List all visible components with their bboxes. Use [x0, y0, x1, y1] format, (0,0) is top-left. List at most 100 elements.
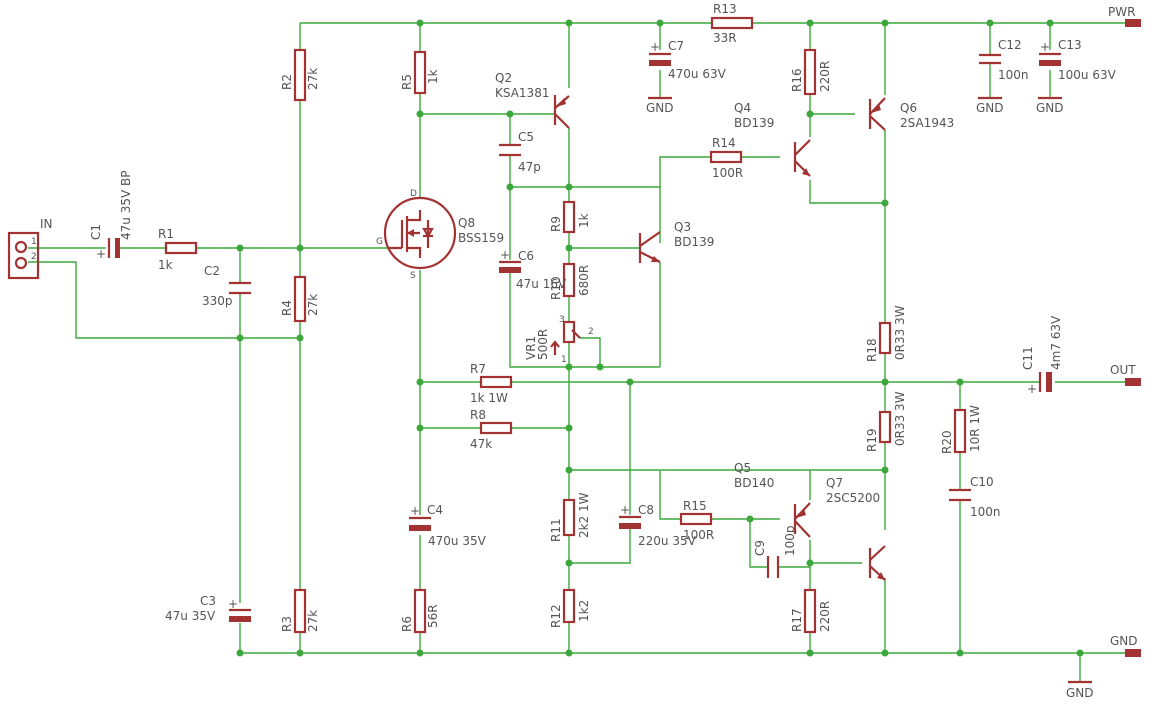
r8-ref: R8 [470, 408, 486, 422]
q2-value: KSA1381 [495, 86, 549, 100]
r6-body [413, 588, 427, 634]
input-connector: IN 1 2 [7, 217, 53, 280]
r3-value: 27k [306, 610, 320, 632]
r14-body [709, 150, 743, 164]
r1-body [164, 241, 198, 255]
c8-ref: C8 [638, 503, 654, 517]
r8-value: 47k [470, 437, 492, 451]
junctions [236, 19, 1084, 657]
connector-pin-1: 1 [31, 237, 37, 247]
connector-pin-2: 2 [31, 252, 37, 262]
pwr-port: PWR [1108, 5, 1141, 27]
r15-body [679, 512, 713, 526]
r4-value: 27k [306, 294, 320, 316]
out-port: OUT [1110, 363, 1141, 386]
c12-value: 100n [998, 68, 1029, 82]
q8-ref: Q8 [458, 216, 475, 230]
capacitors: + + + + + + + + [96, 40, 1061, 622]
r9-body [562, 200, 576, 234]
q8-pin-g: G [376, 237, 383, 247]
r13-body [710, 16, 754, 30]
q8-pin-s: S [410, 271, 416, 281]
r7-body [479, 375, 513, 389]
svg-text:+: + [620, 503, 630, 517]
r7-value: 1k 1W [470, 391, 508, 405]
r9-ref: R9 [549, 216, 563, 232]
q8-value: BSS159 [458, 231, 504, 245]
gnd-port-label: GND [1110, 634, 1138, 648]
c6-value: 47u 16V [516, 277, 567, 291]
input-label: IN [40, 217, 53, 231]
r7-ref: R7 [470, 362, 486, 376]
r4-body [293, 275, 307, 323]
q5-value: BD140 [734, 476, 774, 490]
r13-ref: R13 [713, 2, 737, 16]
r17-ref: R17 [790, 608, 804, 632]
r3-ref: R3 [280, 616, 294, 632]
r18-value: 0R33 3W [893, 305, 907, 360]
r14-ref: R14 [712, 136, 736, 150]
svg-text:+: + [650, 40, 660, 54]
r2-ref: R2 [280, 74, 294, 90]
r16-value: 220R [818, 61, 832, 92]
svg-text:+: + [228, 597, 238, 611]
r17-value: 220R [818, 601, 832, 632]
r12-ref: R12 [549, 604, 563, 628]
r2-body [293, 48, 307, 102]
c1-ref: C1 [89, 224, 103, 240]
svg-text:+: + [1027, 382, 1037, 396]
r5-value: 1k [426, 69, 440, 84]
r12-body [562, 588, 576, 624]
c11-value: 4m7 63V [1049, 315, 1063, 370]
r16-ref: R16 [790, 68, 804, 92]
c3-value: 47u 35V [165, 609, 216, 623]
gnd-symbols: GND GND GND GND [646, 96, 1094, 700]
r1-ref: R1 [158, 227, 174, 241]
r12-value: 1k2 [577, 600, 591, 622]
c8-value: 220u 35V [638, 534, 697, 548]
vr1-value: 500R [536, 329, 550, 360]
pwr-label: PWR [1108, 5, 1135, 19]
c2-ref: C2 [204, 264, 220, 278]
q2-ref: Q2 [495, 71, 512, 85]
r13-value: 33R [713, 31, 737, 45]
q3-value: BD139 [674, 235, 714, 249]
c2-value: 330p [202, 294, 233, 308]
r18-body [878, 321, 892, 355]
r11-value: 2k2 1W [577, 492, 591, 538]
resistors [164, 16, 967, 634]
c4-ref: C4 [427, 503, 443, 517]
r20-body [953, 408, 967, 454]
q6-value: 2SA1943 [900, 116, 954, 130]
c7-value: 470u 63V [668, 67, 727, 81]
vr1-pin-3: 3 [559, 315, 565, 325]
r10-body [562, 262, 576, 298]
vr1-pin-2: 2 [588, 327, 594, 337]
r11-body [562, 498, 576, 537]
q7-value: 2SC5200 [826, 491, 880, 505]
c10-value: 100n [970, 505, 1001, 519]
out-label: OUT [1110, 363, 1136, 377]
r10-value: 680R [577, 265, 591, 296]
r18-ref: R18 [865, 338, 879, 362]
c6-ref: C6 [518, 249, 534, 263]
c11-ref: C11 [1021, 346, 1035, 370]
gnd-symbol-c7: GND [646, 101, 674, 115]
q6-ref: Q6 [900, 101, 917, 115]
c3-ref: C3 [200, 594, 216, 608]
r19-value: 0R33 3W [893, 391, 907, 446]
c13-value: 100u 63V [1058, 68, 1117, 82]
c5-value: 47p [518, 160, 541, 174]
c12-ref: C12 [998, 38, 1022, 52]
gnd-port: GND [1110, 634, 1141, 657]
svg-text:+: + [1040, 40, 1050, 54]
r4-ref: R4 [280, 300, 294, 316]
r16-body [803, 48, 817, 96]
gnd-symbol-bottom: GND [1066, 686, 1094, 700]
r14-value: 100R [712, 166, 743, 180]
vr1-ref: VR1 [524, 336, 538, 360]
transistors: D G S [376, 95, 886, 581]
r20-value: 10R 1W [968, 405, 982, 452]
c7-ref: C7 [668, 39, 684, 53]
q7-ref: Q7 [826, 476, 843, 490]
